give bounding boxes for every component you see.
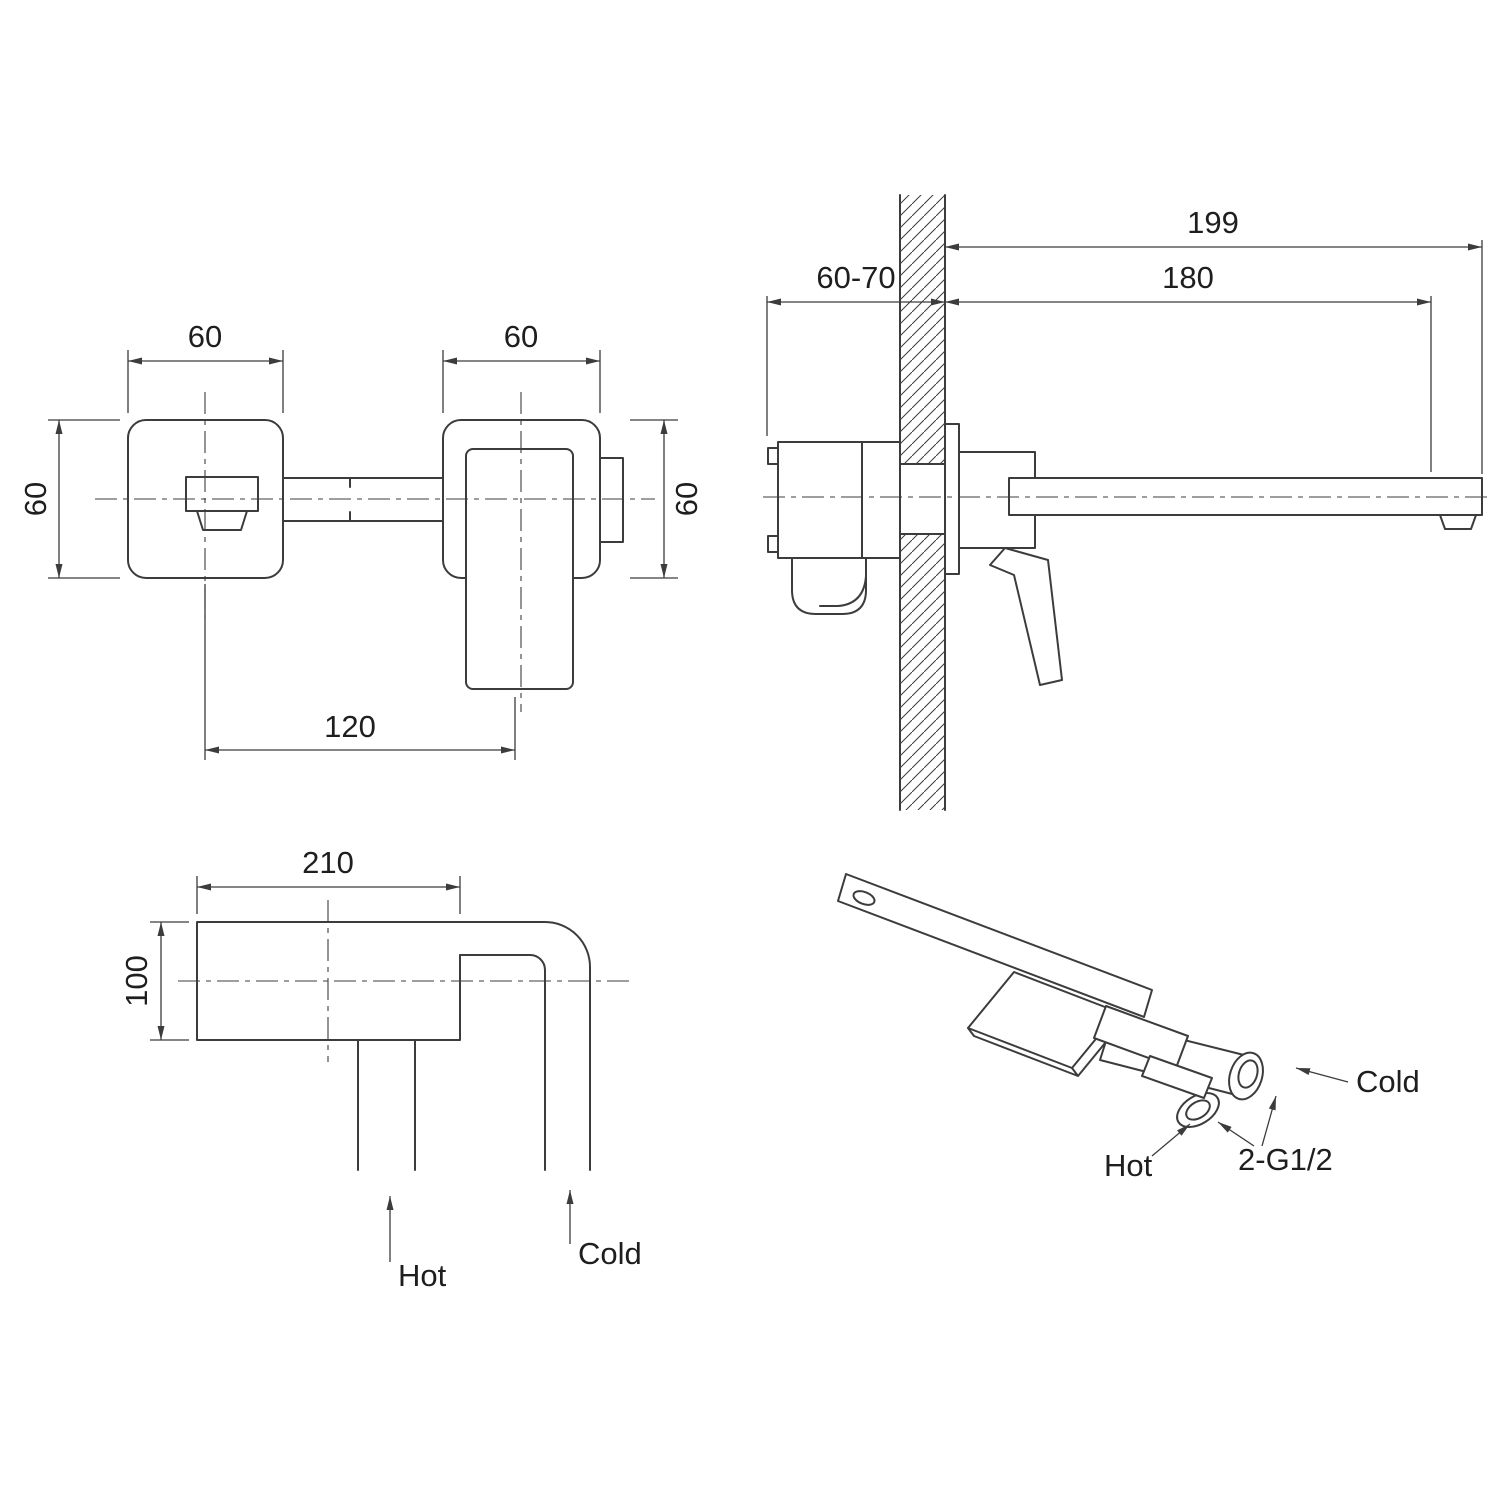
- dim-value: 180: [1162, 260, 1214, 295]
- dim-spout-center-distance: 120: [204, 584, 516, 760]
- side-view: 199 180 60-70: [763, 194, 1492, 811]
- spout-pipe-plan: [459, 954, 546, 1171]
- dim-left-plate-width: 60: [127, 319, 284, 413]
- iso-aerator: [852, 890, 876, 906]
- cold-port-outer: [1228, 1051, 1264, 1101]
- dim-right-plate-height: 60: [630, 419, 704, 579]
- dim-body-length: 210: [196, 845, 461, 914]
- mount-tab-bottom: [767, 535, 779, 553]
- dim-value: 60: [188, 319, 222, 354]
- dim-right-plate-width: 60: [442, 319, 601, 413]
- dim-value: 100: [119, 955, 154, 1007]
- spout-bar: [282, 477, 444, 522]
- cold-label: Cold: [578, 1236, 642, 1271]
- cold-port-inner: [1237, 1059, 1259, 1089]
- plan-view: 210 100 Hot Cold: [119, 845, 642, 1293]
- centerlines-front: [95, 392, 655, 712]
- dim-value: 60: [504, 319, 538, 354]
- dim-overall-projection: 199: [945, 205, 1483, 474]
- dim-value: 210: [302, 845, 354, 880]
- dim-body-width: 100: [119, 921, 189, 1041]
- aerator-front: [196, 510, 248, 531]
- cold-label: Cold: [1356, 1064, 1420, 1099]
- hot-label: Hot: [1104, 1148, 1153, 1183]
- iso-handle-lever: [1141, 1055, 1213, 1099]
- inlet-elbow: [791, 557, 867, 615]
- dim-value: 60: [18, 482, 53, 516]
- dim-value: 199: [1187, 205, 1239, 240]
- handle-front: [465, 448, 574, 690]
- cold-inlet-callout: Cold: [566, 1190, 642, 1271]
- front-view: 60 60 60 60 120: [18, 319, 704, 760]
- dim-value: 60-70: [816, 260, 895, 295]
- hot-inlet-callout: Hot: [386, 1196, 447, 1293]
- cold-port-callout: Cold: [1295, 1064, 1420, 1099]
- handle-side: [989, 547, 1063, 686]
- hot-port-callout: Hot: [1104, 1123, 1191, 1183]
- thread-callout: 2-G1/2: [1217, 1095, 1333, 1177]
- escutcheon-side: [944, 423, 960, 575]
- thread-label: 2-G1/2: [1238, 1142, 1333, 1177]
- body-outline-plan: [196, 921, 591, 1171]
- dim-value: 120: [324, 709, 376, 744]
- dim-value: 60: [669, 482, 704, 516]
- mount-tab-top: [767, 447, 779, 465]
- valve-body: [777, 441, 901, 559]
- hot-port-inner: [1185, 1099, 1211, 1121]
- iso-view: Cold Hot 2-G1/2: [837, 873, 1420, 1183]
- aerator-side: [1439, 514, 1477, 530]
- dim-left-plate-height: 60: [18, 419, 120, 579]
- dim-wall-depth: 60-70: [766, 260, 945, 436]
- dim-spout-projection: 180: [945, 260, 1432, 472]
- spout-outlet: [185, 476, 259, 512]
- hot-label: Hot: [398, 1258, 447, 1293]
- centerlines-plan: [178, 900, 630, 1062]
- iso-spout: [837, 873, 1153, 1018]
